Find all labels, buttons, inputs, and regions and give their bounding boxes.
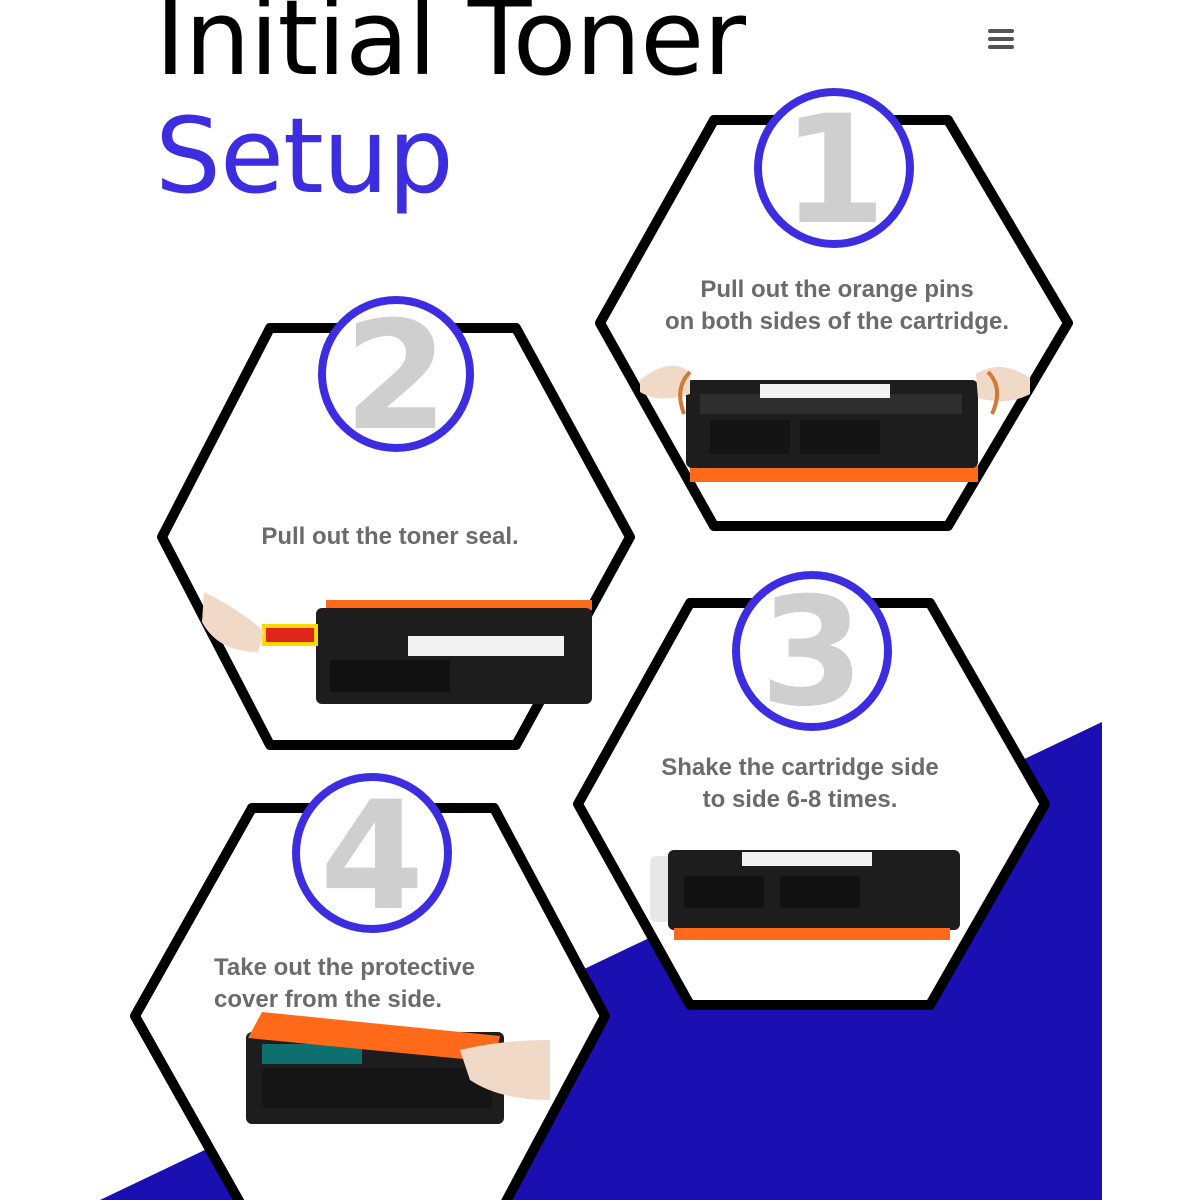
step-4-line-1: Take out the protective [214, 954, 475, 981]
step-1-line-2: on both sides of the cartridge. [664, 308, 1010, 335]
cartridge-image-step-1 [640, 365, 1030, 482]
step-1-number: 1 [781, 84, 887, 258]
step-2-text: Pull out the toner seal. [200, 521, 580, 553]
hexagon-step-2 [157, 296, 635, 750]
menu-bar-middle [988, 37, 1014, 41]
step-3-text: Shake the cartridge side to side 6-8 tim… [600, 752, 1000, 816]
step-4-number: 4 [319, 770, 425, 944]
step-1-text: Pull out the orange pins on both sides o… [620, 274, 1054, 338]
hamburger-menu-icon[interactable] [988, 26, 1018, 56]
hexagon-step-1 [595, 88, 1073, 531]
step-3-number: 3 [759, 566, 865, 740]
cartridge-image-step-3 [650, 850, 960, 940]
hexagon-step-4 [130, 773, 610, 1200]
step-3-line-2: to side 6-8 times. [702, 786, 898, 813]
hexagon-step-3 [573, 571, 1050, 1010]
page-title-line-2: Setup [155, 95, 454, 217]
step-2-number: 2 [343, 290, 449, 464]
step-3-line-1: Shake the cartridge side [661, 754, 939, 781]
page-title-line-1: Initial Toner [155, 0, 746, 99]
step-4-text: Take out the protective cover from the s… [214, 952, 554, 1016]
step-1-line-1: Pull out the orange pins [700, 276, 974, 303]
step-2-line-1: Pull out the toner seal. [261, 523, 519, 550]
menu-bar-top [988, 29, 1014, 33]
cartridge-image-step-2 [202, 592, 592, 704]
step-4-line-2: cover from the side. [214, 986, 443, 1013]
menu-bar-bottom [988, 45, 1014, 49]
cartridge-image-step-4 [246, 1012, 550, 1124]
